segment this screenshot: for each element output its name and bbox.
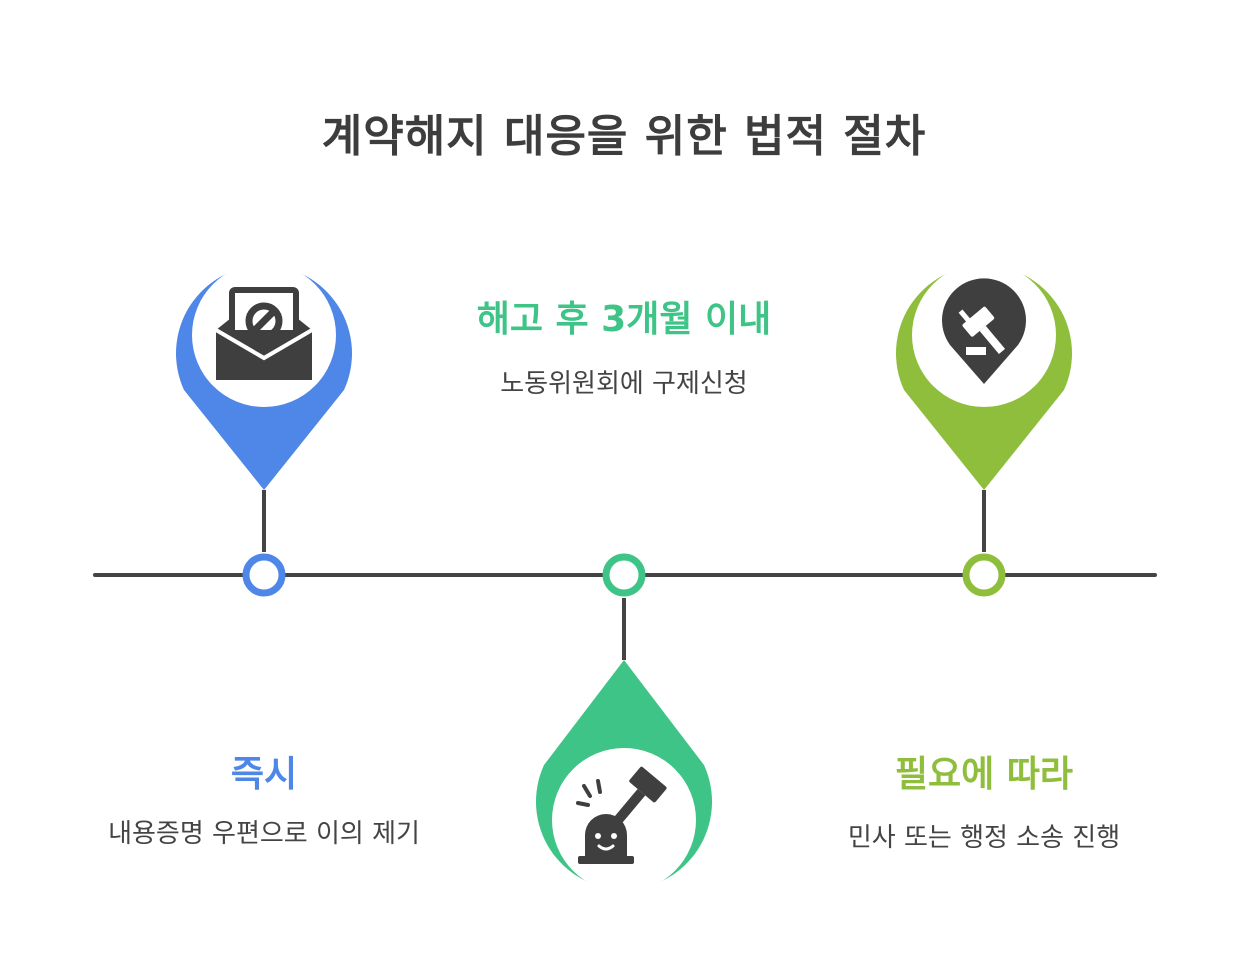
step-2-heading: 해고 후 3개월 이내 [476, 299, 772, 340]
envelope-prohibited-icon [214, 287, 314, 380]
step-3-description: 민사 또는 행정 소송 진행 [847, 823, 1121, 853]
timeline-node-step-2 [602, 553, 646, 597]
timeline-node-step-1 [242, 553, 286, 597]
diagram-title: 계약해지 대응을 위한 법적 절차 [321, 111, 927, 162]
step-2-description: 노동위원회에 구제신청 [500, 369, 748, 399]
gavel-pin-icon [942, 278, 1026, 384]
map-pin-step-1 [176, 263, 352, 490]
step-1-description: 내용증명 우편으로 이의 제기 [108, 819, 420, 849]
gavel-alarm-icon [576, 766, 667, 864]
step-1-heading: 즉시 [230, 754, 298, 795]
map-pin-step-2 [536, 660, 713, 892]
timeline-node-step-3 [962, 553, 1006, 597]
step-3-heading: 필요에 따라 [894, 754, 1074, 795]
map-pin-step-3 [895, 263, 1072, 490]
